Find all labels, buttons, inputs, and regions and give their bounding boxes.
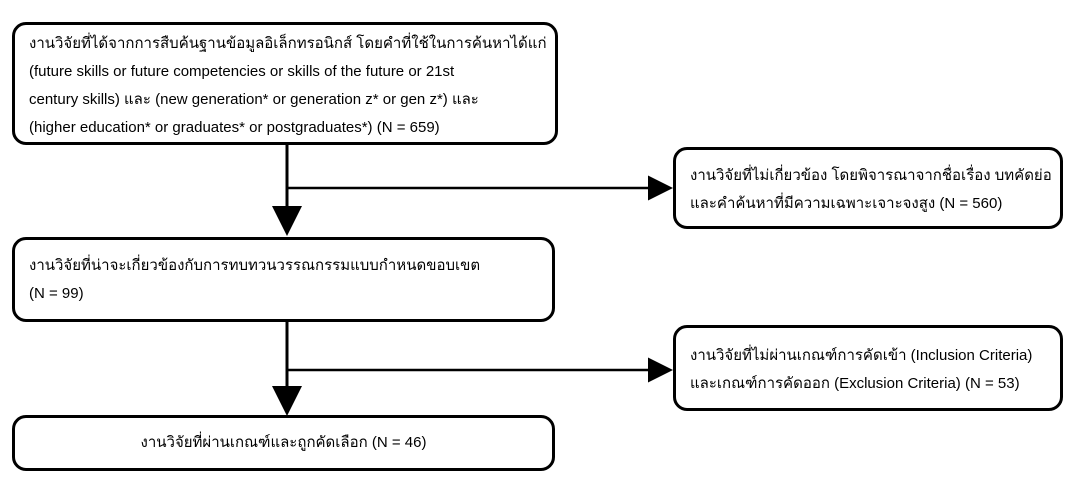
box-text-line: งานวิจัยที่ได้จากการสืบค้นฐานข้อมูลอิเล็…	[29, 35, 547, 52]
excluded-irrelevant-box: งานวิจัยที่ไม่เกี่ยวข้อง โดยพิจารณาจากชื…	[673, 147, 1063, 229]
box-text-line: และเกณฑ์การคัดออก (Exclusion Criteria) (…	[690, 375, 1020, 392]
box-text-line: งานวิจัยที่ผ่านเกณฑ์และถูกคัดเลือก (N = …	[140, 434, 427, 451]
screened-box: งานวิจัยที่น่าจะเกี่ยวข้องกับการทบทวนวรร…	[12, 237, 555, 322]
box-text-line: (future skills or future competencies or…	[29, 63, 455, 80]
box-text-line: งานวิจัยที่น่าจะเกี่ยวข้องกับการทบทวนวรร…	[29, 257, 481, 274]
included-box: งานวิจัยที่ผ่านเกณฑ์และถูกคัดเลือก (N = …	[12, 415, 555, 471]
excluded-criteria-box: งานวิจัยที่ไม่ผ่านเกณฑ์การคัดเข้า (Inclu…	[673, 325, 1063, 411]
box-text-line: งานวิจัยที่ไม่ผ่านเกณฑ์การคัดเข้า (Inclu…	[690, 347, 1033, 364]
box-text-line: century skills) และ (new generation* or …	[29, 91, 479, 108]
box-text-line: และคำค้นหาที่มีความเฉพาะเจาะจงสูง (N = 5…	[690, 195, 1003, 212]
box-text-line: (N = 99)	[29, 285, 84, 302]
box-text-line: งานวิจัยที่ไม่เกี่ยวข้อง โดยพิจารณาจากชื…	[690, 167, 1052, 184]
box-text-line: (higher education* or graduates* or post…	[29, 119, 440, 136]
records-identified-box: งานวิจัยที่ได้จากการสืบค้นฐานข้อมูลอิเล็…	[12, 22, 558, 145]
